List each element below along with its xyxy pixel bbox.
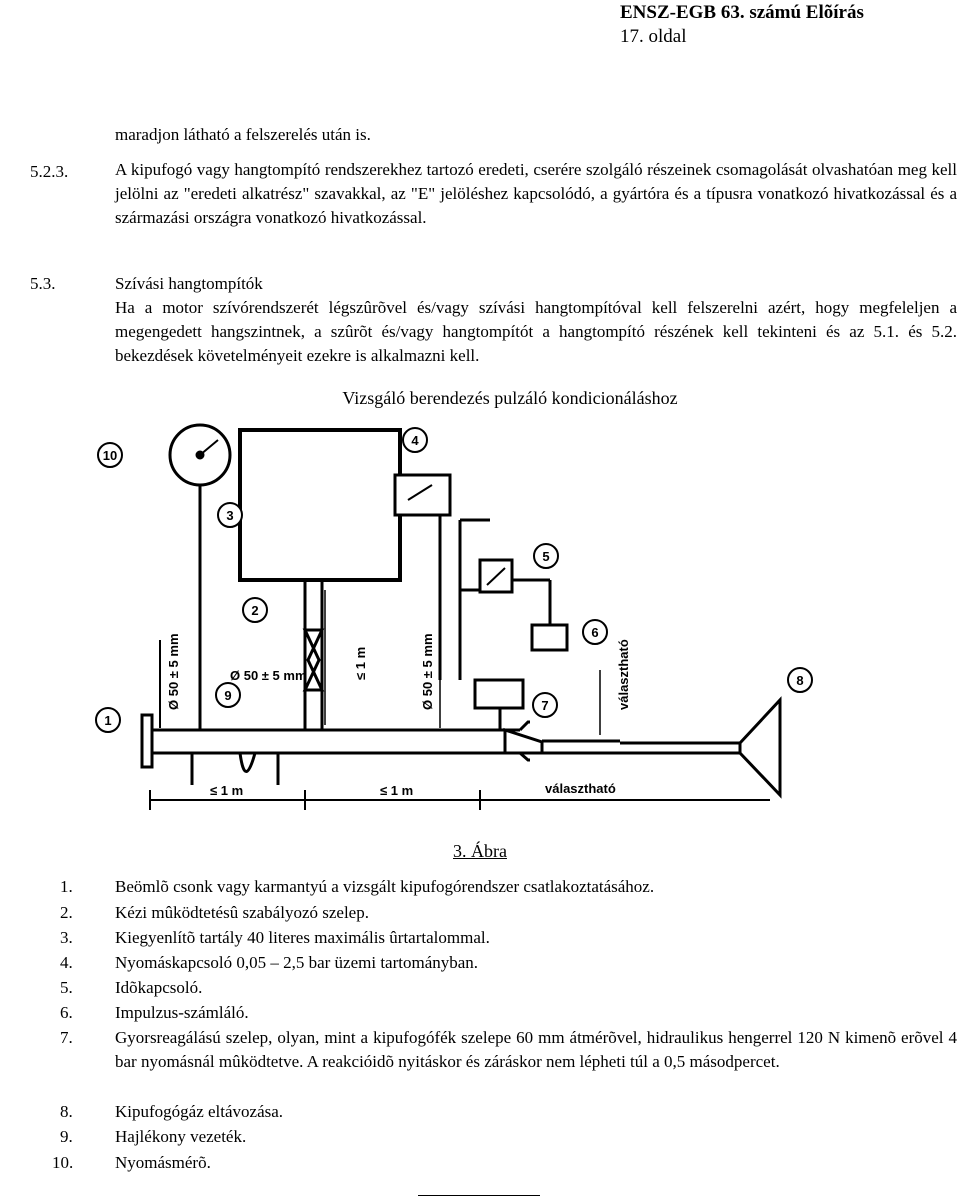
callout-6-circle [582,619,608,645]
legend-item: Gyorsreagálású szelep, olyan, mint a kip… [115,1028,957,1071]
page-number: 17. oldal [620,26,687,47]
dim-label-mid: ≤ 1 m [353,647,368,680]
section-5-2-3-number: 5.2.3. [30,162,69,181]
legend-item: Kiegyenlítõ tartály 40 literes maximális… [115,928,490,947]
legend-number: 10. [52,1153,74,1172]
callout-6: 6 [591,625,598,640]
callout-5-circle [533,543,559,569]
legend-item: Kipufogógáz eltávozása. [115,1102,284,1121]
section-5-3-text: Ha a motor szívórendszerét légszûrõvel é… [115,298,957,365]
legend-item: Impulzus-számláló. [115,1003,249,1022]
legend-item: Idõkapcsoló. [115,978,203,997]
callout-8-circle [787,667,813,693]
callout-3: 3 [226,508,233,523]
legend-number: 3. [60,928,73,947]
legend-item: Hajlékony vezeték. [115,1127,247,1146]
inlet-flange [140,713,154,769]
optional-vertical-label: választható [616,639,631,710]
callout-1-circle [95,707,121,733]
callout-7-circle [532,692,558,718]
document-title: ENSZ-EGB 63. számú Elõírás [620,2,864,23]
legend-item: Nyomásmérõ. [115,1153,211,1172]
legend-item: Beömlõ csonk vagy karmantyú a vizsgált k… [115,877,655,896]
callout-8: 8 [796,673,803,688]
exhaust-horn [738,696,782,799]
length-label-1: ≤ 1 m [210,783,243,798]
legend-number: 7. [60,1028,73,1047]
section-5-2-3-text: A kipufogó vagy hangtompító rendszerekhe… [115,160,957,227]
test-apparatus-diagram: 10 3 4 5 6 2 9 1 7 8 Ø 50 ± 5 mm Ø 50 ± … [95,423,813,810]
callout-3-circle [217,502,243,528]
quick-acting-valve [473,678,525,710]
legend-number: 1. [60,877,73,896]
callout-4-circle [402,427,428,453]
callout-5: 5 [542,549,549,564]
manual-control-valve [302,628,325,692]
pulse-counter [530,623,569,652]
callout-1: 1 [104,713,111,728]
callout-10: 10 [103,448,117,463]
callout-10-circle [97,442,123,468]
optional-horizontal-label: választható [545,781,616,796]
dim-label-right: Ø 50 ± 5 mm [420,633,435,710]
callout-9: 9 [224,688,231,703]
callout-2: 2 [251,603,258,618]
callout-4: 4 [411,433,419,448]
pressure-switch [393,473,452,517]
section-5-3-title: Szívási hangtompítók [115,274,263,293]
equalization-tank [238,428,402,582]
legend-item: Nyomáskapcsoló 0,05 – 2,5 bar üzemi tart… [115,953,479,972]
callout-7: 7 [541,698,548,713]
dim-label-left: Ø 50 ± 5 mm [166,633,181,710]
legend-number: 5. [60,978,73,997]
legend-number: 8. [60,1102,73,1121]
callout-2-circle [242,597,268,623]
legend-item: Kézi mûködtetésû szabályozó szelep. [115,903,369,922]
footer-rule [418,1195,540,1196]
continuation-text: maradjon látható a felszerelés után is. [115,125,371,144]
legend-number: 6. [60,1003,73,1022]
callout-9-circle [215,682,241,708]
legend-number: 9. [60,1127,73,1146]
dim-label-valve: Ø 50 ± 5 mm [230,668,307,683]
section-5-3-number: 5.3. [30,274,56,293]
legend-number: 2. [60,903,73,922]
legend-number: 4. [60,953,73,972]
figure-caption: 3. Ábra [453,841,507,861]
length-label-2: ≤ 1 m [380,783,413,798]
figure-title: Vizsgáló berendezés pulzáló kondicionálá… [342,388,678,408]
